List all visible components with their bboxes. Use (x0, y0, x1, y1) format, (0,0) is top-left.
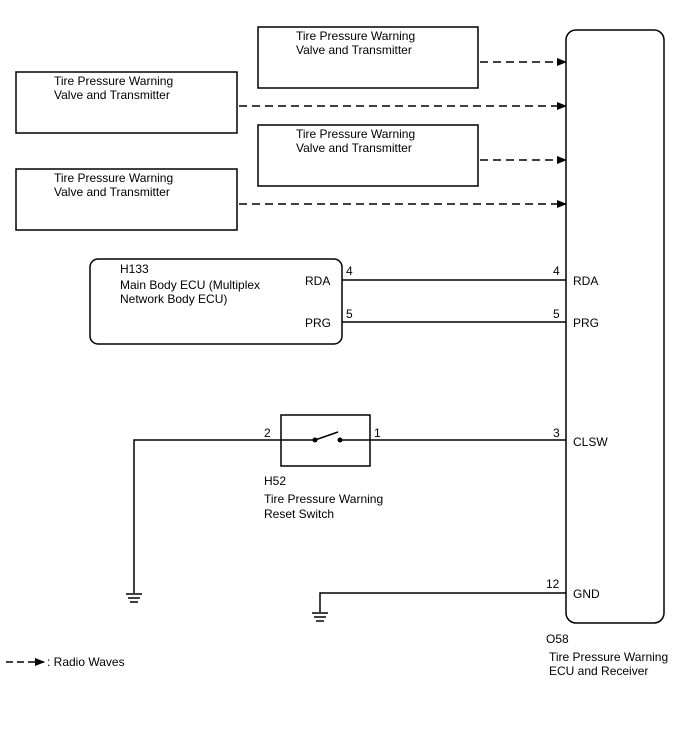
wire-switch-ground (133, 439, 281, 593)
receiver-pin-clsw-number: 3 (553, 426, 560, 440)
receiver-pin-gnd-number: 12 (546, 577, 560, 591)
receiver-ecu: RDA PRG CLSW GND 4 5 3 12 O58 Tire Press… (546, 29, 668, 678)
main-body-ecu-code: H133 (120, 262, 149, 276)
receiver-pin-gnd-label: GND (573, 587, 600, 601)
receiver-pin-rda-label: RDA (573, 274, 598, 288)
reset-switch-code: H52 (264, 474, 286, 488)
reset-switch-pin-left: 2 (264, 426, 271, 440)
receiver-name-line2: ECU and Receiver (549, 664, 648, 678)
reset-switch-name-line2: Reset Switch (264, 507, 334, 521)
legend-text: : Radio Waves (47, 655, 125, 669)
transmitter-3: Tire Pressure Warning Valve and Transmit… (257, 124, 567, 187)
switch-contact-icon (314, 431, 339, 441)
transmitter-2-line1: Tire Pressure Warning (54, 74, 173, 88)
receiver-pin-prg-label: PRG (573, 316, 599, 330)
receiver-pin-prg-number: 5 (553, 307, 560, 321)
main-body-ecu: H133 Main Body ECU (Multiplex Network Bo… (89, 258, 353, 345)
transmitter-3-line2: Valve and Transmitter (296, 141, 412, 155)
main-body-ecu-pin-prg-number: 5 (346, 307, 353, 321)
receiver-pin-clsw-label: CLSW (573, 435, 608, 449)
transmitter-1-line1: Tire Pressure Warning (296, 29, 415, 43)
reset-switch-pin-right: 1 (374, 426, 381, 440)
reset-switch: 2 1 H52 Tire Pressure Warning Reset Swit… (264, 414, 383, 521)
receiver-name-line1: Tire Pressure Warning (549, 650, 668, 664)
main-body-ecu-pin-rda-number: 4 (346, 264, 353, 278)
transmitter-4-line1: Tire Pressure Warning (54, 171, 173, 185)
main-body-ecu-pin-prg-label: PRG (305, 316, 331, 330)
receiver-pin-rda-number: 4 (553, 264, 560, 278)
transmitter-2: Tire Pressure Warning Valve and Transmit… (15, 71, 567, 134)
main-body-ecu-name-line2: Network Body ECU) (120, 292, 227, 306)
transmitter-1: Tire Pressure Warning Valve and Transmit… (257, 26, 567, 89)
main-body-ecu-name-line1: Main Body ECU (Multiplex (120, 278, 260, 292)
receiver-code: O58 (546, 632, 569, 646)
ground-icon (126, 593, 142, 603)
transmitter-1-line2: Valve and Transmitter (296, 43, 412, 57)
legend: : Radio Waves (6, 655, 125, 669)
transmitter-4-line2: Valve and Transmitter (54, 185, 170, 199)
wire-gnd (319, 592, 566, 612)
transmitter-2-line2: Valve and Transmitter (54, 88, 170, 102)
transmitter-4: Tire Pressure Warning Valve and Transmit… (15, 168, 567, 231)
main-body-ecu-pin-rda-label: RDA (305, 274, 330, 288)
transmitter-3-line1: Tire Pressure Warning (296, 127, 415, 141)
reset-switch-name-line1: Tire Pressure Warning (264, 492, 383, 506)
ground-icon (312, 612, 328, 622)
